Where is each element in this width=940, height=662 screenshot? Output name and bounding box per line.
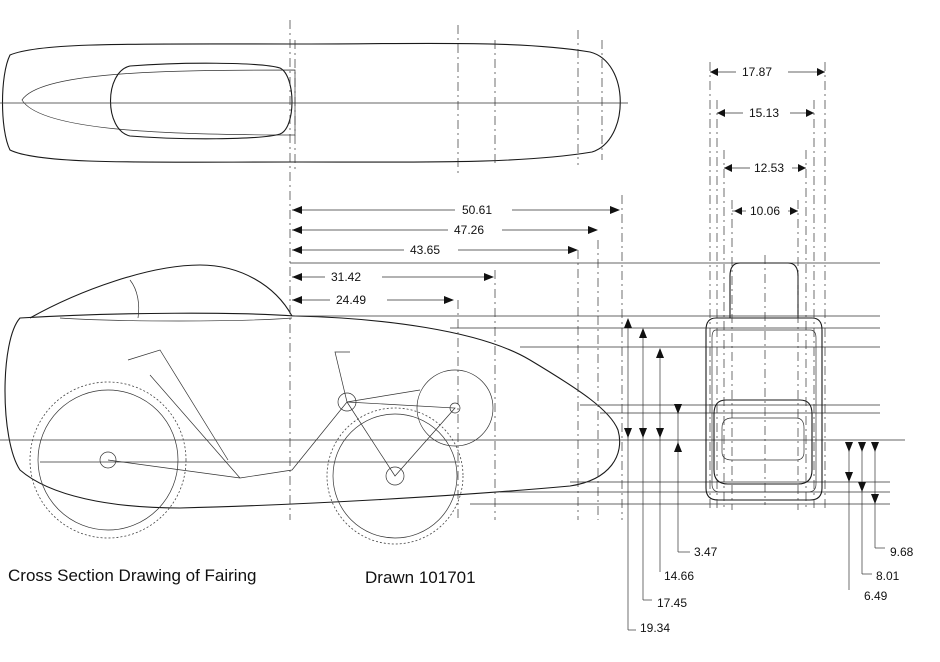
section-lower bbox=[713, 399, 813, 485]
dim-9-68: 9.68 bbox=[890, 545, 914, 559]
top-view bbox=[0, 25, 628, 175]
rear-hub bbox=[385, 466, 405, 486]
idler bbox=[337, 392, 357, 412]
height-dimensions-left: 19.34 17.45 14.66 3.47 bbox=[624, 318, 718, 635]
dim-31-42: 31.42 bbox=[331, 270, 361, 284]
top-view-outline bbox=[1, 42, 621, 163]
cross-section-view bbox=[705, 62, 826, 510]
drawing-title: Cross Section Drawing of Fairing bbox=[8, 566, 256, 585]
dim-14-66: 14.66 bbox=[664, 569, 694, 583]
side-view-canopy bbox=[29, 264, 293, 319]
rear-wheel bbox=[332, 413, 458, 539]
dim-6-49: 6.49 bbox=[864, 589, 888, 603]
canopy-frame bbox=[129, 279, 140, 319]
chainring bbox=[416, 369, 494, 447]
section-outer bbox=[705, 317, 823, 501]
dim-47-26: 47.26 bbox=[454, 223, 484, 237]
top-view-canopy bbox=[110, 62, 293, 140]
dim-3-47: 3.47 bbox=[694, 545, 718, 559]
dim-19-34: 19.34 bbox=[640, 621, 670, 635]
dim-12-53: 12.53 bbox=[754, 161, 784, 175]
front-hub bbox=[99, 451, 117, 469]
height-dimensions-right: 9.68 8.01 6.49 bbox=[845, 442, 914, 603]
width-dimensions: 17.87 15.13 12.53 10.06 bbox=[710, 65, 825, 218]
side-view-outline bbox=[4, 312, 621, 509]
seat-stay bbox=[127, 349, 229, 461]
section-canopy bbox=[729, 262, 799, 319]
top-view-inner-outline bbox=[21, 69, 296, 136]
front-wheel bbox=[37, 389, 179, 531]
section-inner bbox=[711, 329, 817, 493]
dim-43-65: 43.65 bbox=[410, 243, 440, 257]
dim-17-87: 17.87 bbox=[742, 65, 772, 79]
dim-8-01: 8.01 bbox=[876, 569, 900, 583]
side-view bbox=[0, 20, 905, 545]
drawn-date: Drawn 101701 bbox=[365, 568, 476, 587]
dim-17-45: 17.45 bbox=[657, 596, 687, 610]
frame bbox=[107, 351, 456, 479]
canopy-base bbox=[59, 317, 293, 322]
section-lower-inner bbox=[721, 417, 805, 461]
dim-15-13: 15.13 bbox=[749, 106, 779, 120]
horizontal-dimensions: 50.61 47.26 43.65 31.42 24.49 bbox=[292, 203, 620, 307]
dim-50-61: 50.61 bbox=[462, 203, 492, 217]
front-wheel-outer bbox=[29, 381, 187, 539]
dim-24-49: 24.49 bbox=[336, 293, 366, 307]
rear-wheel-outer bbox=[326, 407, 464, 545]
dim-10-06: 10.06 bbox=[750, 204, 780, 218]
